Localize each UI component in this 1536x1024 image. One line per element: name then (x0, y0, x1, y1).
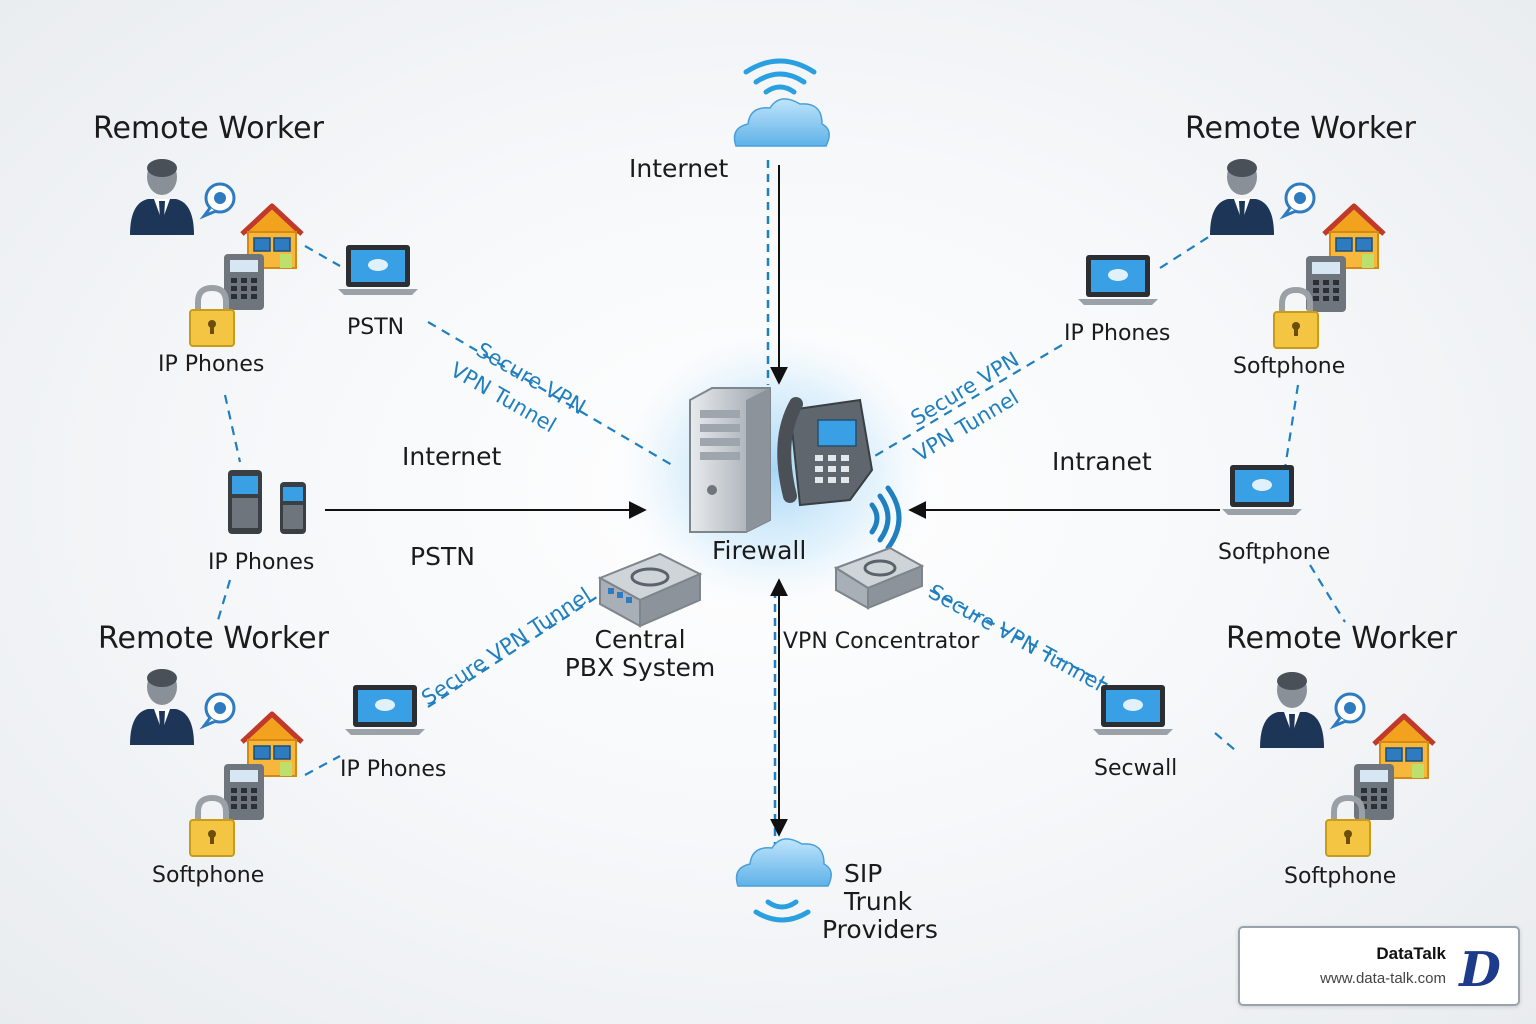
pstn-label-mid: PSTN (410, 542, 475, 571)
ip-phones-label-tl: IP Phones (158, 352, 265, 377)
sip-label-line1: SIP (844, 859, 883, 888)
laptop-icon (338, 245, 418, 295)
internet-label-left: Internet (402, 442, 502, 471)
firewall-server-icon (689, 387, 771, 533)
sip-label-line2: Trunk (844, 887, 913, 916)
softphone-label-tr: Softphone (1233, 354, 1346, 379)
sip-trunk-label: SIP Trunk Providers (822, 860, 938, 944)
internet-cloud-icon (733, 58, 830, 147)
remote-worker-tl-cluster (130, 159, 302, 346)
remote-worker-tr-cluster (1210, 159, 1384, 348)
sip-cloud-icon (735, 838, 832, 923)
person-icon (130, 669, 194, 745)
laptop-icon (1222, 465, 1302, 515)
chat-bubble-icon (202, 182, 236, 218)
desk-phone-icon (777, 397, 874, 507)
laptop-icon (345, 685, 425, 735)
softphone-label-br: Softphone (1284, 864, 1397, 889)
remote-worker-br-cluster (1260, 672, 1434, 856)
chat-bubble-icon (202, 692, 236, 728)
firewall-label: Firewall (712, 536, 807, 565)
ip-phones-label-left: IP Phones (208, 550, 315, 575)
brand-name: DataTalk (1376, 944, 1446, 963)
softphone-label-right: Softphone (1218, 540, 1331, 565)
internet-label-top: Internet (629, 154, 729, 183)
vpn-concentrator-label: VPN Concentrator (783, 629, 980, 654)
brand-logo-letter: D (1457, 942, 1501, 996)
central-pbx-label: Central PBX System (565, 626, 716, 681)
lock-icon (190, 798, 234, 856)
central-pbx-label-line2: PBX System (564, 652, 716, 682)
connection-lines (216, 160, 1346, 860)
remote-worker-label-tl: Remote Worker (93, 111, 324, 146)
wifi-icon (869, 485, 902, 551)
mobile-phone-icon (228, 470, 306, 534)
ip-phones-label-tr: IP Phones (1064, 321, 1171, 346)
brand-watermark: DataTalk www.data-talk.com D (1238, 926, 1520, 1006)
chat-bubble-icon (1282, 182, 1316, 218)
person-icon (130, 159, 194, 235)
brand-url: www.data-talk.com (1320, 970, 1446, 987)
softphone-label-bl: Softphone (152, 863, 265, 888)
laptop-icon (1078, 255, 1158, 305)
pstn-label-top: PSTN (347, 315, 405, 340)
laptop-icon (1093, 685, 1173, 735)
lock-icon (1326, 798, 1370, 856)
remote-worker-label-tr: Remote Worker (1185, 111, 1416, 146)
sip-label-line3: Providers (822, 915, 938, 944)
deskphone-icon (224, 764, 264, 820)
person-icon (1210, 159, 1274, 235)
person-icon (1260, 672, 1324, 748)
brand-logo-icon: D (1457, 942, 1501, 996)
ip-phones-label-bl: IP Phones (340, 757, 447, 782)
lock-icon (1274, 290, 1318, 348)
remote-worker-bl-cluster (130, 669, 302, 856)
remote-worker-label-br: Remote Worker (1226, 621, 1457, 656)
lock-icon (190, 288, 234, 346)
central-pbx-router-icon (597, 552, 703, 628)
central-pbx-label-line1: Central (594, 625, 686, 654)
remote-worker-label-bl: Remote Worker (98, 621, 329, 656)
intranet-label: Intranet (1052, 447, 1152, 476)
vpn-concentrator-router-icon (833, 546, 925, 610)
secwall-label: Secwall (1094, 756, 1178, 781)
chat-bubble-icon (1332, 692, 1366, 728)
deskphone-icon (224, 254, 264, 310)
